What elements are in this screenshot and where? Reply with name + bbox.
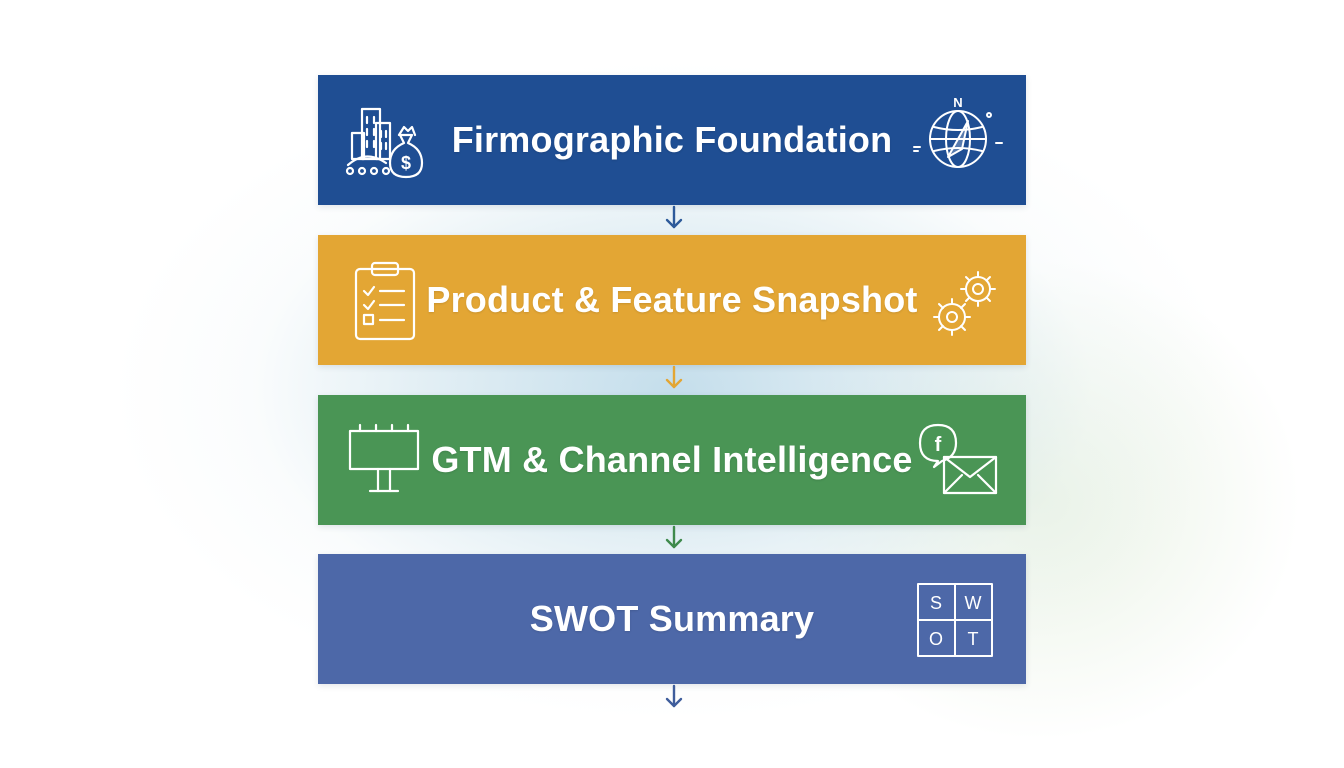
dollar-sign: $ bbox=[401, 153, 411, 173]
billboard-icon bbox=[348, 423, 420, 493]
flow-arrow bbox=[665, 365, 683, 389]
swot-t: T bbox=[968, 629, 979, 649]
flow-arrow bbox=[665, 684, 683, 708]
flow-arrow bbox=[665, 205, 683, 229]
swot-o: O bbox=[929, 629, 943, 649]
social-email-icon: f bbox=[918, 423, 998, 495]
stage-title: Product & Feature Snapshot bbox=[426, 279, 918, 320]
clipboard-checklist-icon bbox=[354, 261, 416, 341]
stage-product-feature-snapshot: Product & Feature Snapshot bbox=[318, 235, 1026, 365]
stage-title: SWOT Summary bbox=[529, 598, 815, 639]
stage-title: Firmographic Foundation bbox=[451, 119, 893, 160]
stage-gtm-channel-intelligence: GTM & Channel Intelligence f bbox=[318, 395, 1026, 525]
swot-w: W bbox=[965, 593, 982, 613]
swot-s: S bbox=[930, 593, 942, 613]
stage-firmographic-foundation: $ Firmographic Foundation N bbox=[318, 75, 1026, 205]
gears-icon bbox=[933, 271, 996, 336]
stage-swot-summary: SWOT Summary S W O T bbox=[318, 554, 1026, 684]
compass-globe-icon: N bbox=[913, 95, 1003, 168]
flow-arrow bbox=[665, 525, 683, 549]
buildings-money-bag-icon: $ bbox=[345, 107, 424, 179]
stage-title: GTM & Channel Intelligence bbox=[431, 439, 913, 480]
swot-grid-icon: S W O T bbox=[917, 583, 993, 657]
facebook-letter: f bbox=[935, 434, 942, 456]
compass-north-label: N bbox=[953, 95, 962, 110]
